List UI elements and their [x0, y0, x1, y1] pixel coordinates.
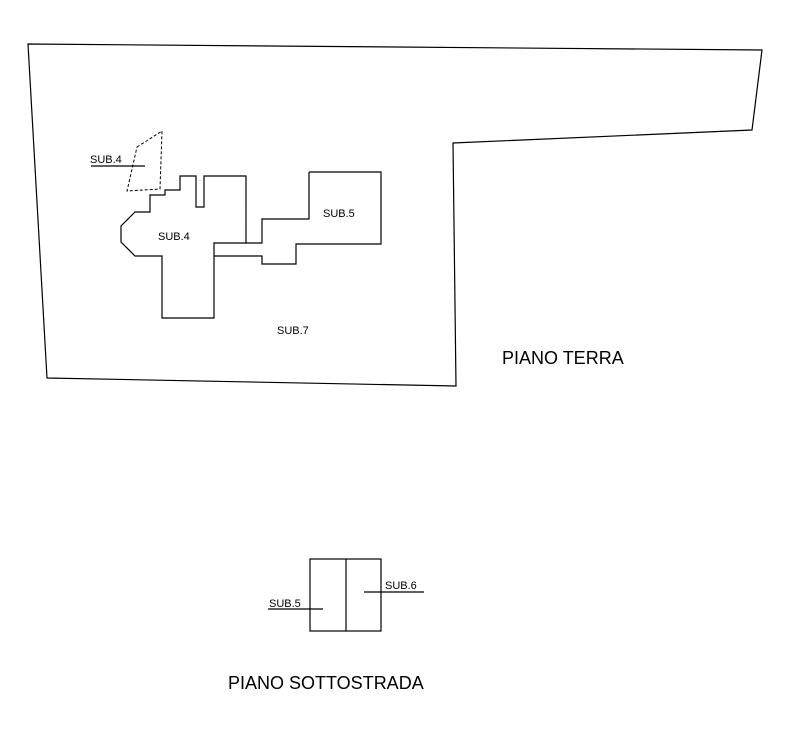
sub4-room-label: SUB.4 [158, 231, 190, 243]
basement-title: PIANO SOTTOSTRADA [228, 673, 424, 693]
sub4-annex-outline [126, 130, 163, 192]
sub4-tag-label: SUB.4 [90, 154, 122, 166]
sub5-link-wall [246, 172, 310, 244]
sub5-room-label: SUB.5 [323, 208, 355, 220]
sub5-basement-label: SUB.5 [269, 598, 301, 610]
sub4-building-outline [120, 175, 247, 319]
sub5-building-outline [214, 171, 382, 265]
sub7-room-label: SUB.7 [277, 325, 309, 337]
lot-boundary [27, 43, 763, 387]
sub6-basement-label: SUB.6 [385, 580, 417, 592]
ground-floor-title: PIANO TERRA [502, 348, 624, 368]
